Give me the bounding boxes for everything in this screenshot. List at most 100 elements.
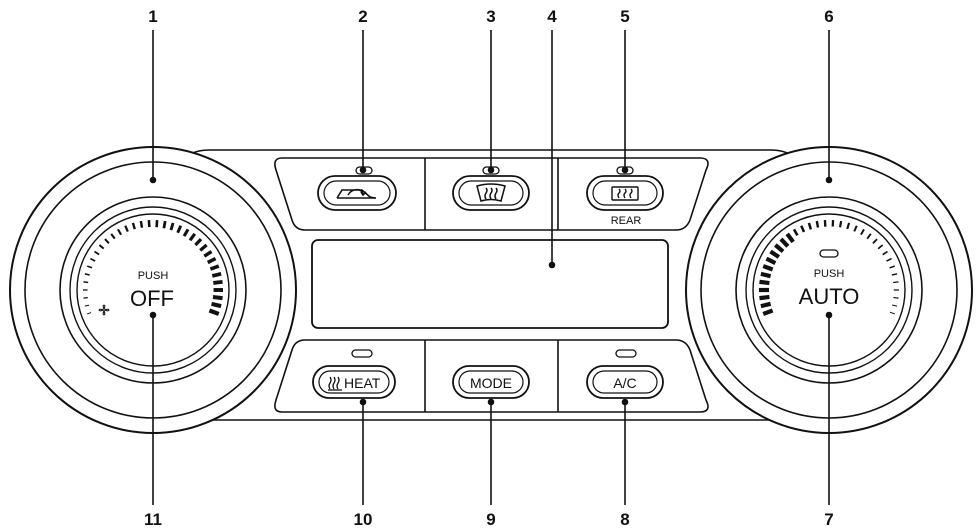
scale-tick — [211, 301, 222, 309]
scale-tick — [213, 279, 223, 285]
callout-7: 7 — [824, 510, 833, 529]
heat-button-label: HEAT — [344, 375, 381, 391]
left-knob-off-label: OFF — [130, 286, 174, 311]
scale-tick — [760, 301, 772, 309]
scale-tick — [882, 250, 888, 256]
scale-tick — [188, 232, 197, 242]
scale-tick — [169, 222, 175, 231]
scale-tick — [759, 279, 770, 286]
scale-tick — [131, 222, 136, 230]
mode-button[interactable] — [452, 365, 530, 399]
front-defroster-icon — [476, 183, 506, 202]
scale-tick — [774, 243, 785, 254]
scale-tick — [211, 272, 222, 278]
scale-tick — [872, 238, 878, 244]
scale-tick — [860, 228, 865, 236]
scale-tick — [162, 220, 167, 229]
scale-tick — [889, 311, 895, 315]
right-knob-push-label: PUSH — [814, 268, 845, 280]
scale-tick — [792, 228, 799, 237]
scale-tick — [762, 264, 774, 272]
callout-11: 11 — [144, 510, 162, 529]
mode-button-label: MODE — [470, 375, 512, 391]
callout-5: 5 — [620, 7, 629, 26]
temperature-scale — [759, 220, 899, 316]
scale-tick — [838, 220, 843, 228]
scale-tick — [206, 257, 217, 265]
rear-label: REAR — [611, 215, 642, 227]
scale-tick — [866, 233, 872, 240]
auto-indicator-light — [819, 249, 839, 258]
scale-tick — [110, 233, 116, 240]
scale-tick — [176, 225, 183, 234]
right-knob-auto-label: AUTO — [799, 284, 860, 309]
scale-tick — [785, 232, 795, 244]
callout-10: 10 — [354, 510, 373, 529]
heat-button[interactable] — [312, 365, 396, 399]
scale-tick — [208, 308, 220, 316]
callout-6: 6 — [824, 7, 833, 26]
scale-tick — [846, 222, 851, 230]
scale-tick — [139, 220, 144, 228]
scale-tick — [853, 225, 858, 232]
callout-8: 8 — [620, 510, 629, 529]
scale-tick — [94, 250, 100, 256]
fan-icon — [98, 304, 110, 316]
scale-tick — [891, 273, 898, 276]
scale-tick — [87, 312, 92, 315]
scale-tick — [759, 294, 770, 301]
ac-indicator-light — [615, 349, 637, 358]
scale-tick — [212, 295, 223, 301]
scale-tick — [182, 228, 190, 237]
callout-1: 1 — [148, 7, 157, 26]
rear-defroster-button[interactable] — [586, 175, 664, 211]
air-recirculation-button[interactable] — [317, 175, 397, 211]
scale-tick — [893, 296, 899, 299]
scale-tick — [104, 238, 110, 244]
scale-tick — [779, 237, 790, 248]
callout-leaders — [149, 30, 833, 505]
scale-tick — [83, 281, 89, 284]
scale-tick — [199, 243, 208, 252]
scale-tick — [765, 256, 777, 265]
scale-tick — [84, 304, 90, 307]
scale-tick — [769, 249, 781, 259]
scale-tick — [86, 265, 93, 269]
callout-4: 4 — [547, 7, 557, 26]
scale-tick — [807, 222, 813, 230]
scale-tick — [98, 244, 105, 250]
scale-tick — [117, 228, 123, 236]
front-defroster-button[interactable] — [452, 175, 530, 211]
display-screen — [311, 239, 669, 329]
rear-defroster-icon — [611, 186, 639, 201]
scale-tick — [815, 220, 820, 228]
scale-tick — [892, 304, 898, 307]
scale-tick — [90, 257, 96, 262]
heated-seat-icon — [328, 376, 342, 391]
ac-button-label: A/C — [613, 375, 636, 391]
scale-tick — [194, 237, 203, 247]
callout-2: 2 — [358, 7, 367, 26]
callout-9: 9 — [486, 510, 495, 529]
scale-tick — [760, 271, 772, 279]
callout-3: 3 — [486, 7, 495, 26]
scale-tick — [877, 244, 884, 250]
fan-speed-scale — [83, 220, 223, 316]
scale-tick — [893, 281, 899, 284]
air-recirculation-icon — [336, 188, 376, 199]
scale-tick — [800, 225, 806, 233]
ac-button[interactable] — [586, 365, 664, 399]
scale-tick — [124, 225, 129, 233]
left-knob-push-label: PUSH — [138, 270, 169, 282]
scale-tick — [762, 308, 774, 316]
scale-tick — [83, 297, 88, 299]
bottom-indicator-lights — [351, 349, 637, 358]
top-indicator-lights — [355, 166, 634, 175]
callout-numbers: 1 2 3 4 5 6 7 8 9 10 11 — [144, 7, 834, 529]
scale-tick — [889, 265, 896, 269]
heat-indicator-light — [351, 349, 373, 358]
scale-tick — [203, 250, 213, 258]
scale-tick — [886, 257, 892, 262]
scale-tick — [209, 264, 220, 271]
